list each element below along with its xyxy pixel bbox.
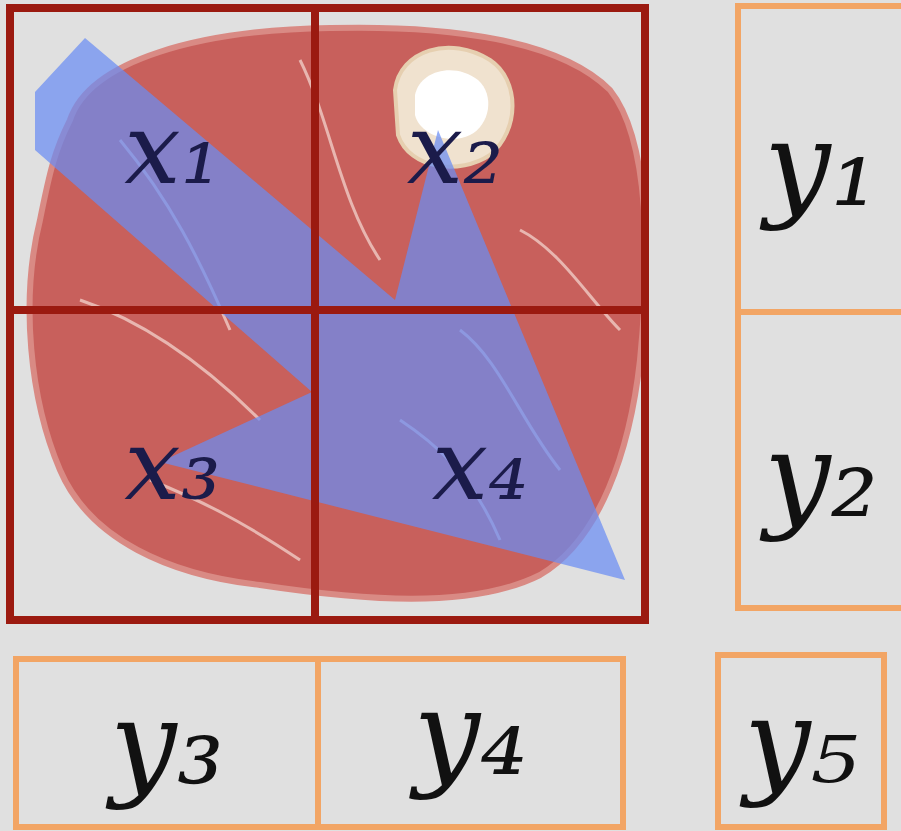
input-cell: x₁ — [6, 4, 319, 314]
input-cell: x₄ — [311, 306, 649, 624]
cell-label: y₄ — [414, 674, 528, 792]
input-cell: x₂ — [311, 4, 649, 314]
cell-label: y₃ — [110, 684, 224, 802]
cell-label: y₅ — [744, 682, 858, 800]
cell-label: y₁ — [764, 105, 878, 223]
cell-label: x₂ — [407, 99, 503, 199]
cell-label: y₂ — [764, 416, 878, 534]
output-cell: y₁ — [735, 3, 901, 315]
output-cell: y₃ — [13, 656, 321, 830]
output-cell: y₅ — [715, 652, 887, 830]
cell-label: x₄ — [432, 415, 528, 515]
output-cell: y₄ — [315, 656, 626, 830]
input-cell: x₃ — [6, 306, 319, 624]
cell-label: x₃ — [124, 415, 220, 515]
cell-label: x₁ — [124, 99, 220, 199]
output-cell: y₂ — [735, 309, 901, 611]
